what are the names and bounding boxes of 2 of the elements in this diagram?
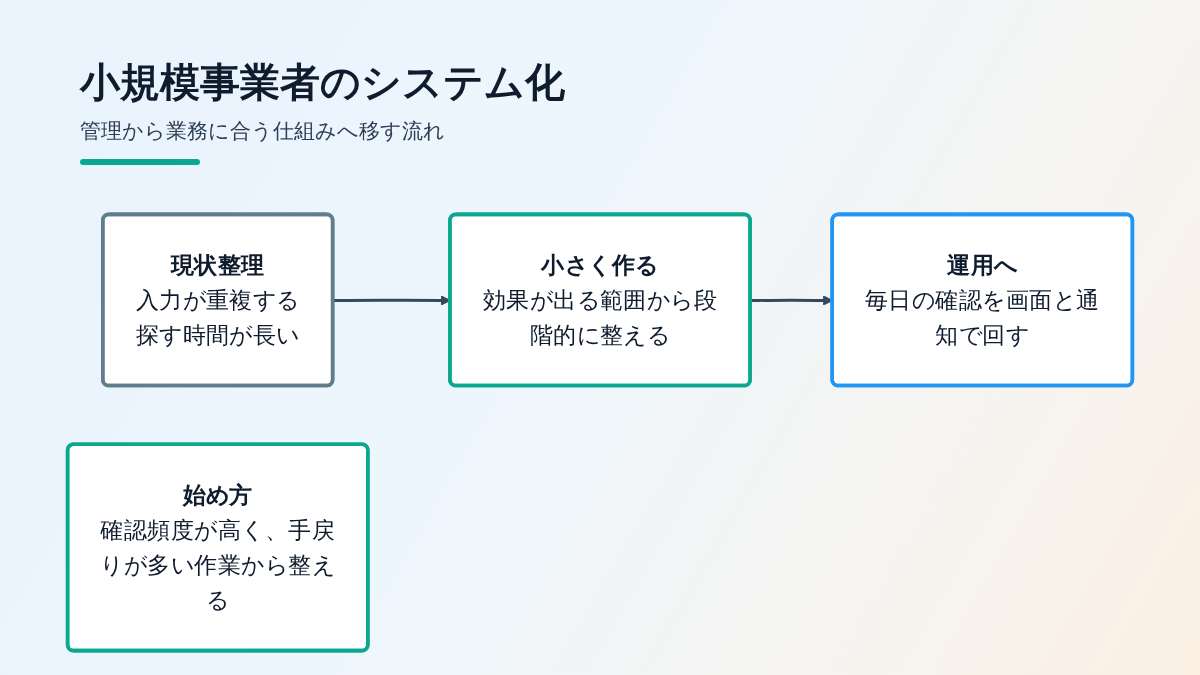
title: 小規模事業者のシステム化 xyxy=(80,58,565,106)
subtitle: 管理から業務に合う仕組みへ移す流れ xyxy=(80,118,445,145)
